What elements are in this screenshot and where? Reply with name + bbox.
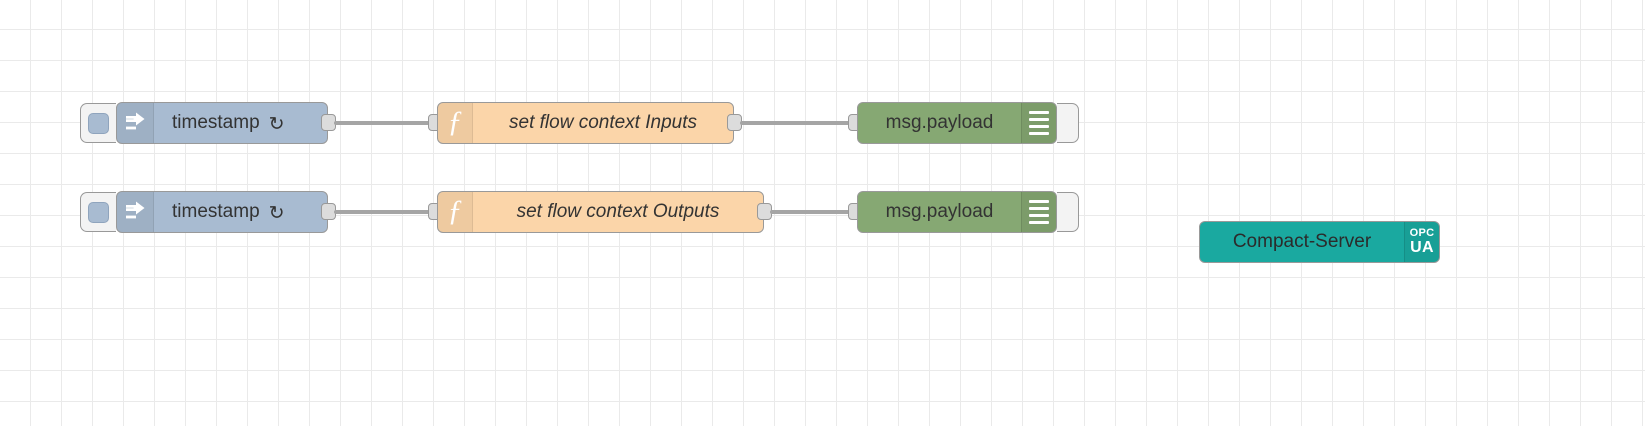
wire-function-to-debug-outputs bbox=[770, 210, 854, 214]
debug-bar bbox=[1029, 132, 1049, 135]
debug-toggle-button-inputs[interactable] bbox=[1057, 103, 1079, 143]
opcua-badge-icon: OPC UA bbox=[1404, 222, 1439, 262]
debug-node-label: msg.payload bbox=[885, 112, 994, 133]
inject-fire-button-inner bbox=[88, 112, 109, 134]
wire-function-to-debug-inputs bbox=[740, 121, 854, 125]
function-f-glyph: ƒ bbox=[447, 105, 463, 138]
inject-fire-button-inputs[interactable] bbox=[80, 103, 116, 143]
function-f-glyph: ƒ bbox=[447, 194, 463, 227]
opcua-server-label: Compact-Server bbox=[1232, 231, 1372, 252]
opcua-badge-line1: OPC bbox=[1409, 227, 1435, 239]
debug-bar bbox=[1029, 111, 1049, 114]
debug-bars-icon bbox=[1021, 103, 1056, 143]
debug-toggle-button-outputs[interactable] bbox=[1057, 192, 1079, 232]
function-node-label: set flow context Outputs bbox=[516, 201, 720, 222]
inject-node-label-group: timestamp ↻ bbox=[154, 103, 327, 143]
inject-arrow-icon bbox=[117, 192, 154, 232]
wire-inject-to-function-inputs bbox=[334, 121, 434, 125]
inject-repeat-icon: ↻ bbox=[268, 113, 285, 135]
inject-repeat-icon: ↻ bbox=[268, 202, 285, 224]
inject-node-label-group: timestamp ↻ bbox=[154, 192, 327, 232]
debug-bar bbox=[1029, 118, 1049, 121]
debug-bars-icon bbox=[1021, 192, 1056, 232]
function-node-label: set flow context Inputs bbox=[509, 112, 697, 133]
inject-fire-button-outputs[interactable] bbox=[80, 192, 116, 232]
debug-node-label: msg.payload bbox=[885, 201, 994, 222]
opcua-server-node[interactable]: Compact-Server OPC UA bbox=[1199, 221, 1440, 263]
inject-node-label: timestamp bbox=[172, 112, 260, 133]
debug-bar bbox=[1029, 207, 1049, 210]
debug-node-outputs[interactable]: msg.payload bbox=[857, 191, 1057, 233]
function-f-icon: ƒ bbox=[438, 192, 473, 232]
inject-node-label: timestamp bbox=[172, 201, 260, 222]
opcua-badge-line2: UA bbox=[1410, 239, 1434, 256]
debug-bar bbox=[1029, 200, 1049, 203]
inject-node-outputs[interactable]: timestamp ↻ bbox=[116, 191, 328, 233]
inject-node-inputs[interactable]: timestamp ↻ bbox=[116, 102, 328, 144]
inject-fire-button-inner bbox=[88, 201, 109, 223]
function-node-inputs[interactable]: ƒ set flow context Inputs bbox=[437, 102, 734, 144]
debug-node-inputs[interactable]: msg.payload bbox=[857, 102, 1057, 144]
wire-inject-to-function-outputs bbox=[334, 210, 434, 214]
debug-bar bbox=[1029, 221, 1049, 224]
function-f-icon: ƒ bbox=[438, 103, 473, 143]
inject-arrow-icon bbox=[117, 103, 154, 143]
debug-bar bbox=[1029, 125, 1049, 128]
debug-bar bbox=[1029, 214, 1049, 217]
function-node-outputs[interactable]: ƒ set flow context Outputs bbox=[437, 191, 764, 233]
